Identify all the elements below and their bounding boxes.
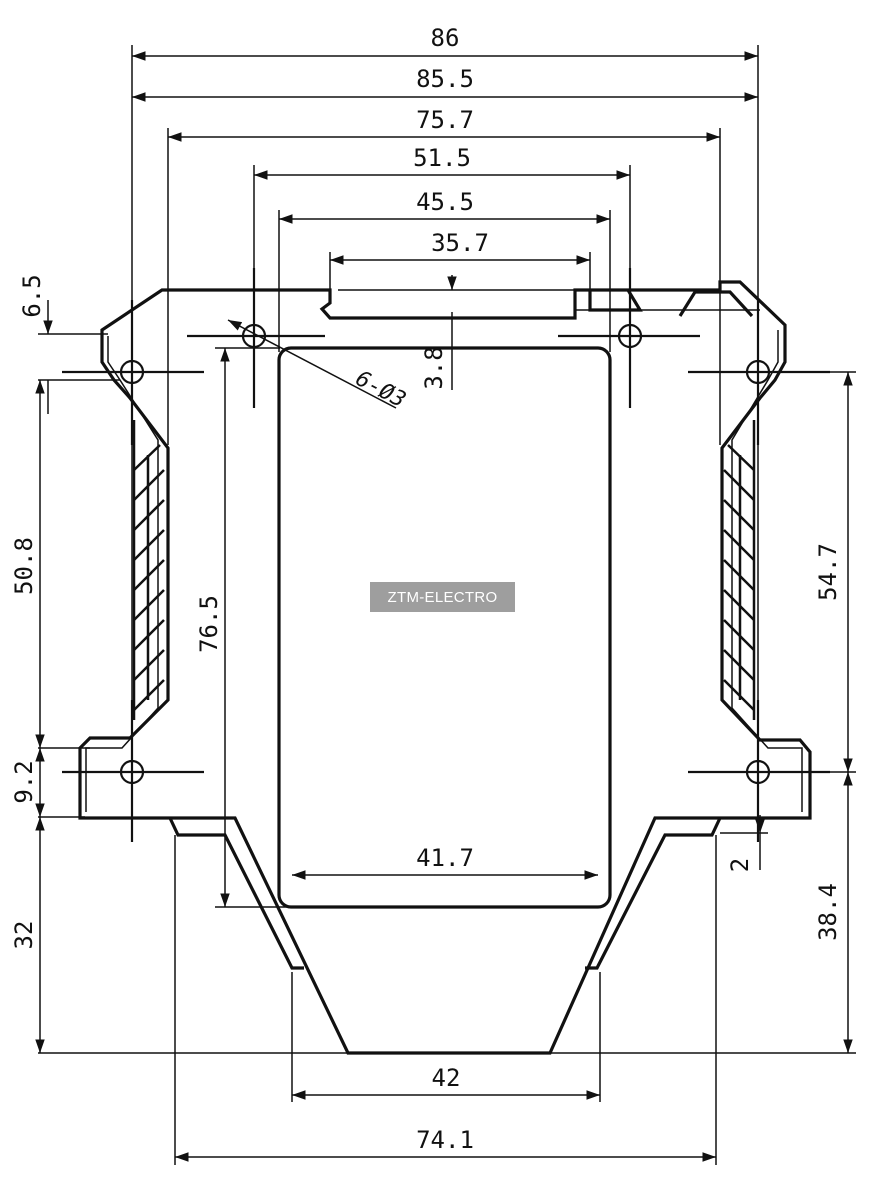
hole-top-left xyxy=(187,268,325,408)
hole-left-lower xyxy=(62,700,204,842)
dimension-lines xyxy=(35,51,853,1162)
left-ribs xyxy=(132,420,165,720)
dim-3-8: 3.8 xyxy=(420,346,448,389)
enclosure-outline xyxy=(78,280,812,1055)
dim-45-5: 45.5 xyxy=(416,188,474,216)
dim-35-7: 35.7 xyxy=(431,229,489,257)
extension-lines xyxy=(38,45,856,1165)
dim-75-7: 75.7 xyxy=(416,106,474,134)
dim-2: 2 xyxy=(726,858,754,872)
hole-right-upper xyxy=(688,300,830,445)
hole-right-lower xyxy=(688,700,830,842)
dim-85-5: 85.5 xyxy=(416,65,474,93)
dim-42: 42 xyxy=(432,1064,461,1092)
dim-76-5: 76.5 xyxy=(195,595,223,653)
dim-50-8: 50.8 xyxy=(10,537,38,595)
dim-32: 32 xyxy=(10,921,38,950)
dim-6-5: 6.5 xyxy=(18,274,46,317)
mounting-holes xyxy=(62,268,830,842)
hole-left-upper xyxy=(62,300,204,445)
dim-9-2: 9.2 xyxy=(10,760,38,803)
dim-86: 86 xyxy=(431,24,460,52)
dim-41-7: 41.7 xyxy=(416,844,474,872)
hole-callout: 6-Ø3 xyxy=(351,366,410,413)
right-ribs xyxy=(723,420,756,720)
watermark: ZTM-ELECTRO xyxy=(370,582,515,612)
hole-top-right xyxy=(558,268,700,408)
dim-51-5: 51.5 xyxy=(413,144,471,172)
dim-74-1: 74.1 xyxy=(416,1126,474,1154)
dimension-labels: 86 85.5 75.7 51.5 45.5 35.7 41.7 42 74.1… xyxy=(10,24,842,1154)
dim-54-7: 54.7 xyxy=(814,543,842,601)
inner-cavity xyxy=(277,346,612,909)
dim-38-4: 38.4 xyxy=(814,883,842,941)
